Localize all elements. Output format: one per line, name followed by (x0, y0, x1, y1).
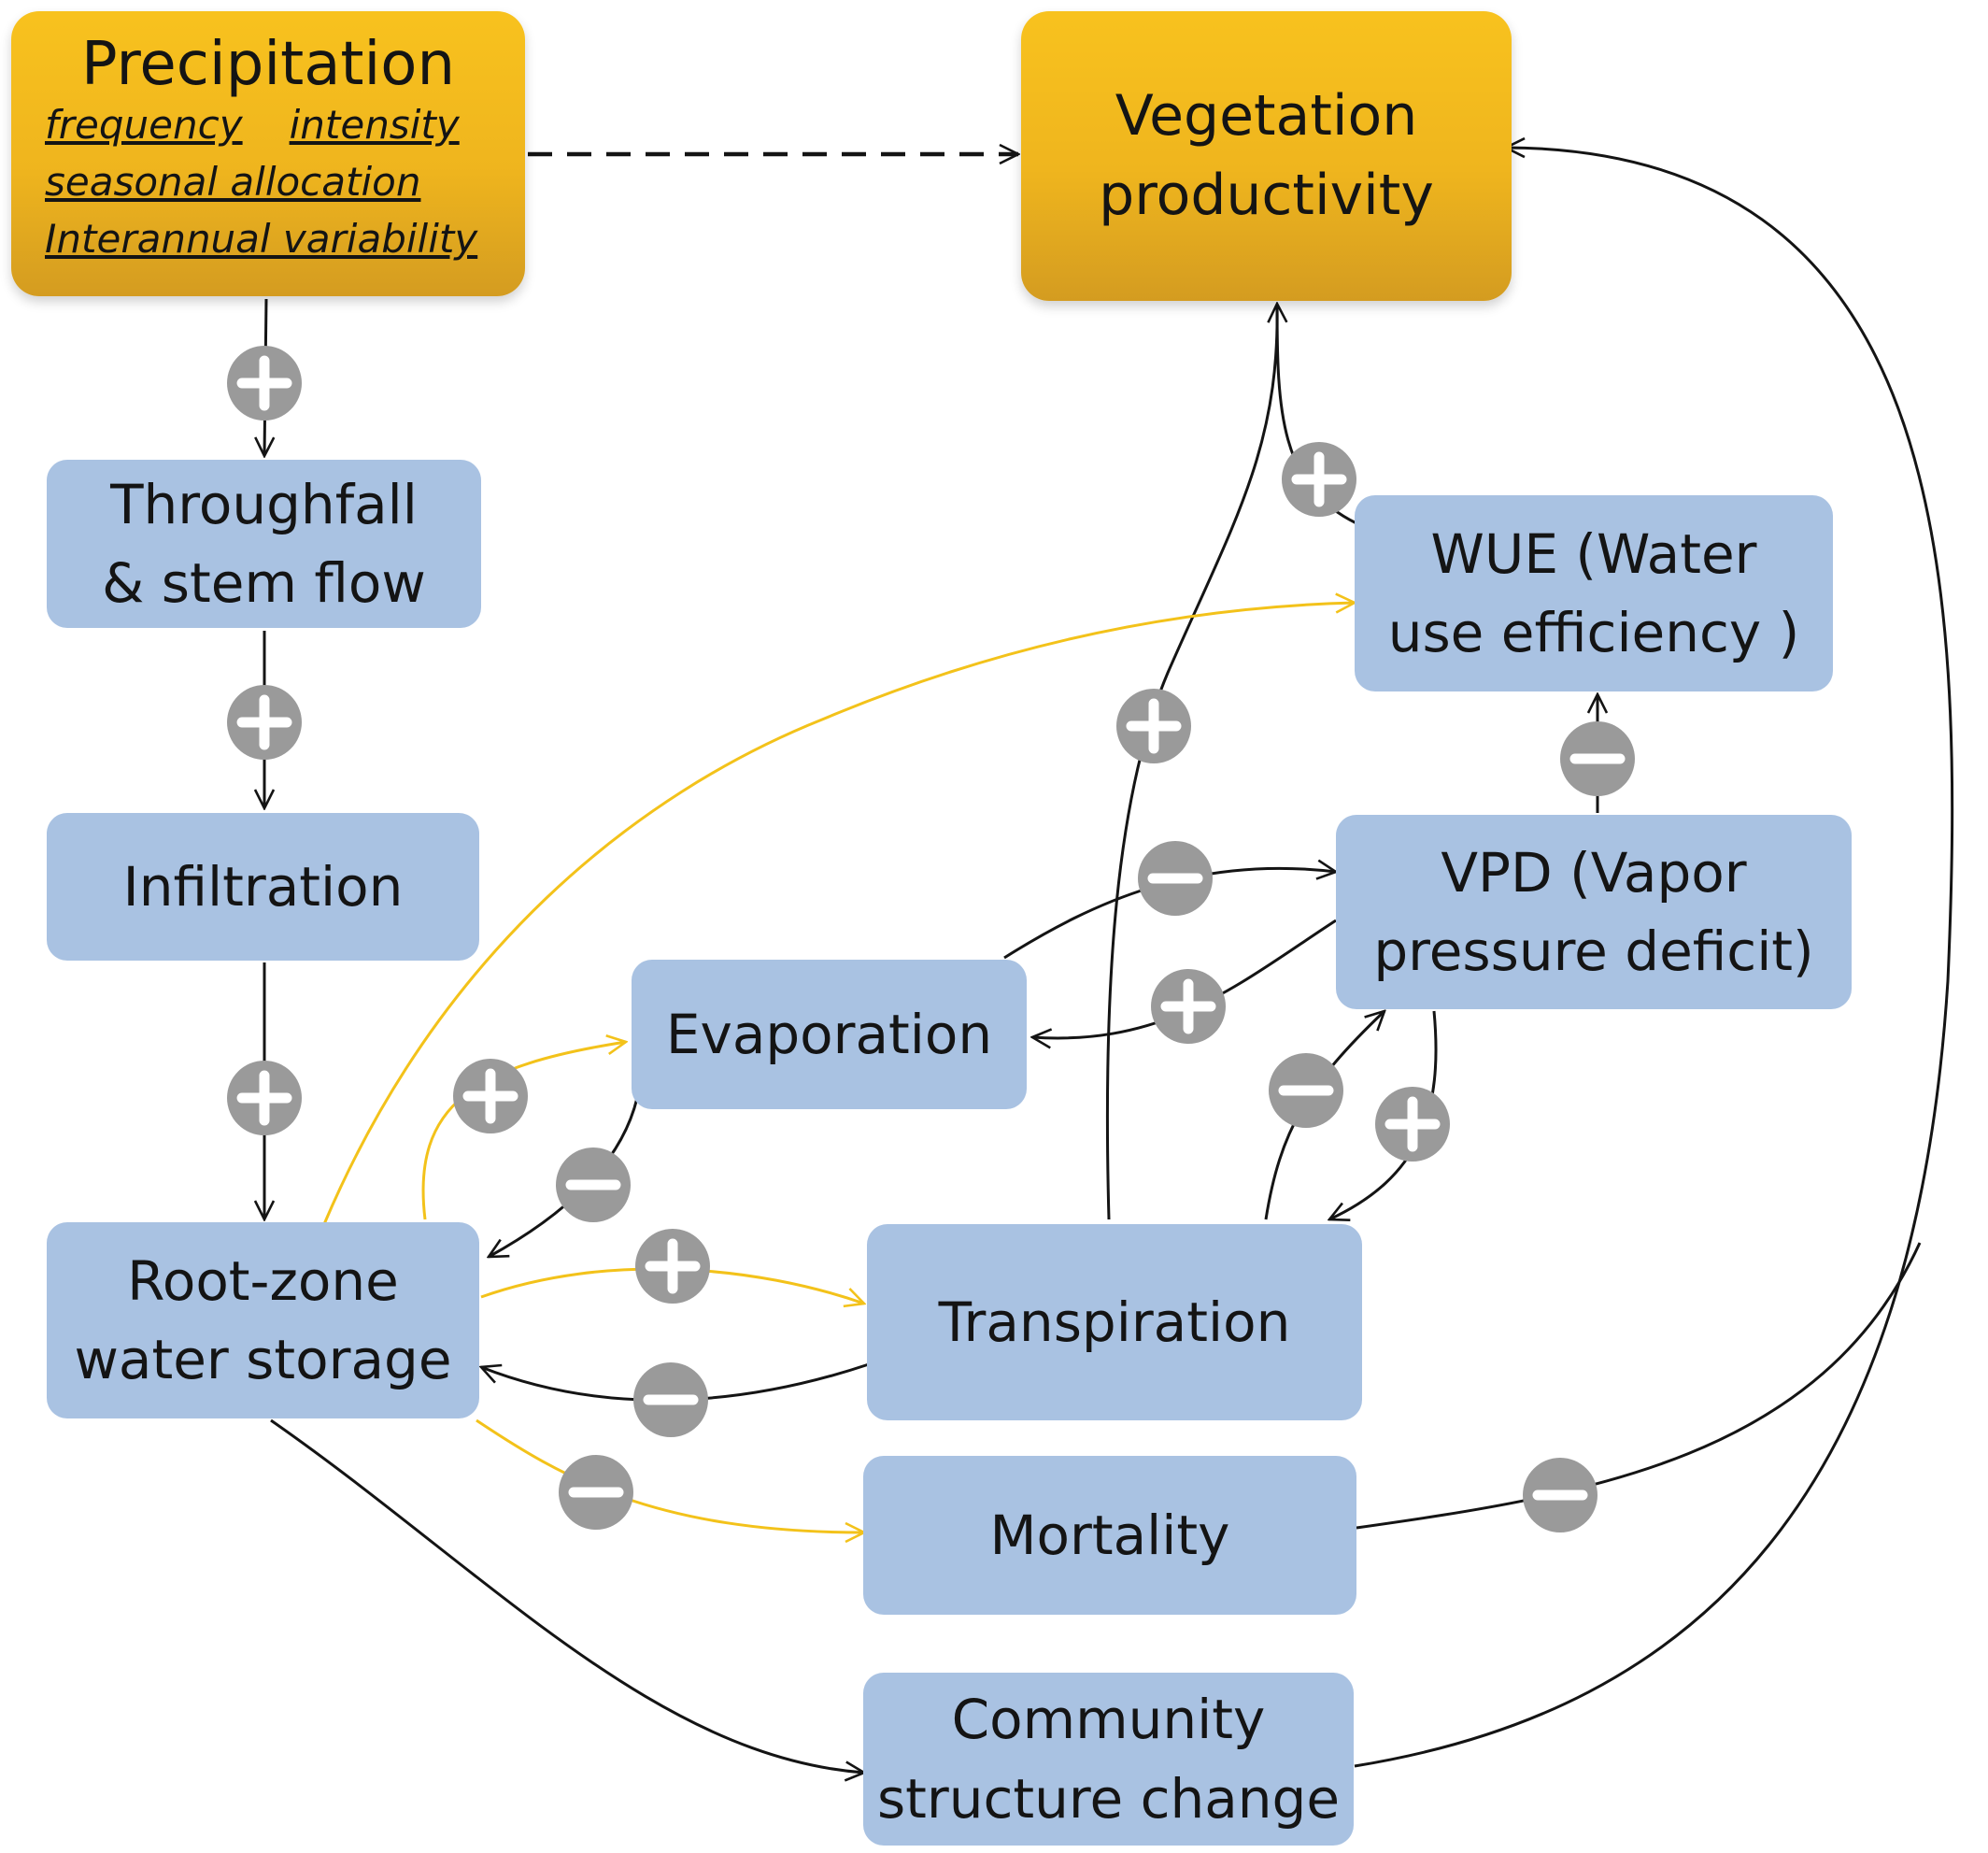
plus-sign-icon (453, 1059, 528, 1133)
vegetation-line-2: productivity (1099, 163, 1434, 228)
community-structure-node: Community structure change (863, 1673, 1354, 1846)
plus-sign-icon (227, 685, 302, 760)
precipitation-title: Precipitation (80, 29, 456, 99)
edge-transpiration-vegetation (1105, 304, 1277, 1220)
plus-sign-icon (1151, 969, 1226, 1044)
minus-sign-icon (633, 1362, 708, 1437)
attribute-seasonal-allocation: seasonal allocation (45, 159, 421, 206)
minus-sign-icon (556, 1147, 631, 1222)
community-line-2: structure change (876, 1766, 1341, 1831)
plus-sign-icon (1116, 689, 1191, 763)
attribute-interannual-variability: Interannual variability (45, 216, 478, 263)
precipitation-node: Precipitation frequency intensity seasona… (11, 11, 525, 296)
community-line-1: Community (951, 1688, 1266, 1752)
minus-sign-icon (1138, 841, 1213, 916)
vegetation-productivity-node: Vegetation productivity (1021, 11, 1512, 301)
plus-sign-icon (1375, 1087, 1450, 1162)
edge-rootzone-wue (322, 603, 1355, 1225)
vpd-line-2: pressure deficit) (1373, 919, 1814, 983)
wue-line-1: WUE (Water (1430, 521, 1757, 586)
transpiration-label: Transpiration (938, 1290, 1291, 1354)
rootzone-line-1: Root-zone (127, 1248, 399, 1313)
minus-sign-icon (559, 1455, 633, 1530)
plus-sign-icon (635, 1229, 710, 1304)
vpd-node: VPD (Vapor pressure deficit) (1336, 815, 1852, 1009)
vpd-line-1: VPD (Vapor (1441, 840, 1747, 905)
edge-mortality-vegetation (1356, 1242, 1922, 1530)
rootzone-line-2: water storage (74, 1328, 452, 1391)
vegetation-line-1: Vegetation (1115, 82, 1418, 149)
plus-sign-icon (227, 1061, 302, 1135)
attribute-frequency: frequency (45, 102, 243, 149)
mortality-label: Mortality (989, 1503, 1230, 1567)
evaporation-node: Evaporation (632, 960, 1027, 1109)
edge-rootzone-mortality (476, 1418, 864, 1532)
edge-rootzone-community (270, 1418, 864, 1773)
throughfall-line-1: Throughfall (110, 472, 418, 536)
wue-node: WUE (Water use efficiency ) (1355, 495, 1833, 691)
rootzone-node: Root-zone water storage (47, 1222, 479, 1418)
wue-line-2: use efficiency ) (1387, 601, 1800, 664)
mortality-node: Mortality (863, 1456, 1356, 1615)
edge-community-vegetation (1354, 148, 1954, 1768)
minus-sign-icon (1269, 1053, 1343, 1128)
throughfall-line-2: & stem flow (102, 551, 426, 615)
precipitation-attributes: frequency intensity seasonal allocation I… (11, 97, 525, 268)
infiltration-node: Infiltration (47, 813, 479, 961)
evaporation-label: Evaporation (665, 1002, 993, 1066)
throughfall-node: Throughfall & stem flow (47, 460, 481, 628)
plus-sign-icon (1282, 442, 1356, 517)
transpiration-node: Transpiration (867, 1224, 1362, 1420)
minus-sign-icon (1560, 721, 1635, 796)
minus-sign-icon (1523, 1458, 1598, 1532)
plus-sign-icon (227, 346, 302, 420)
infiltration-label: Infiltration (122, 854, 404, 919)
attribute-intensity: intensity (289, 102, 460, 149)
